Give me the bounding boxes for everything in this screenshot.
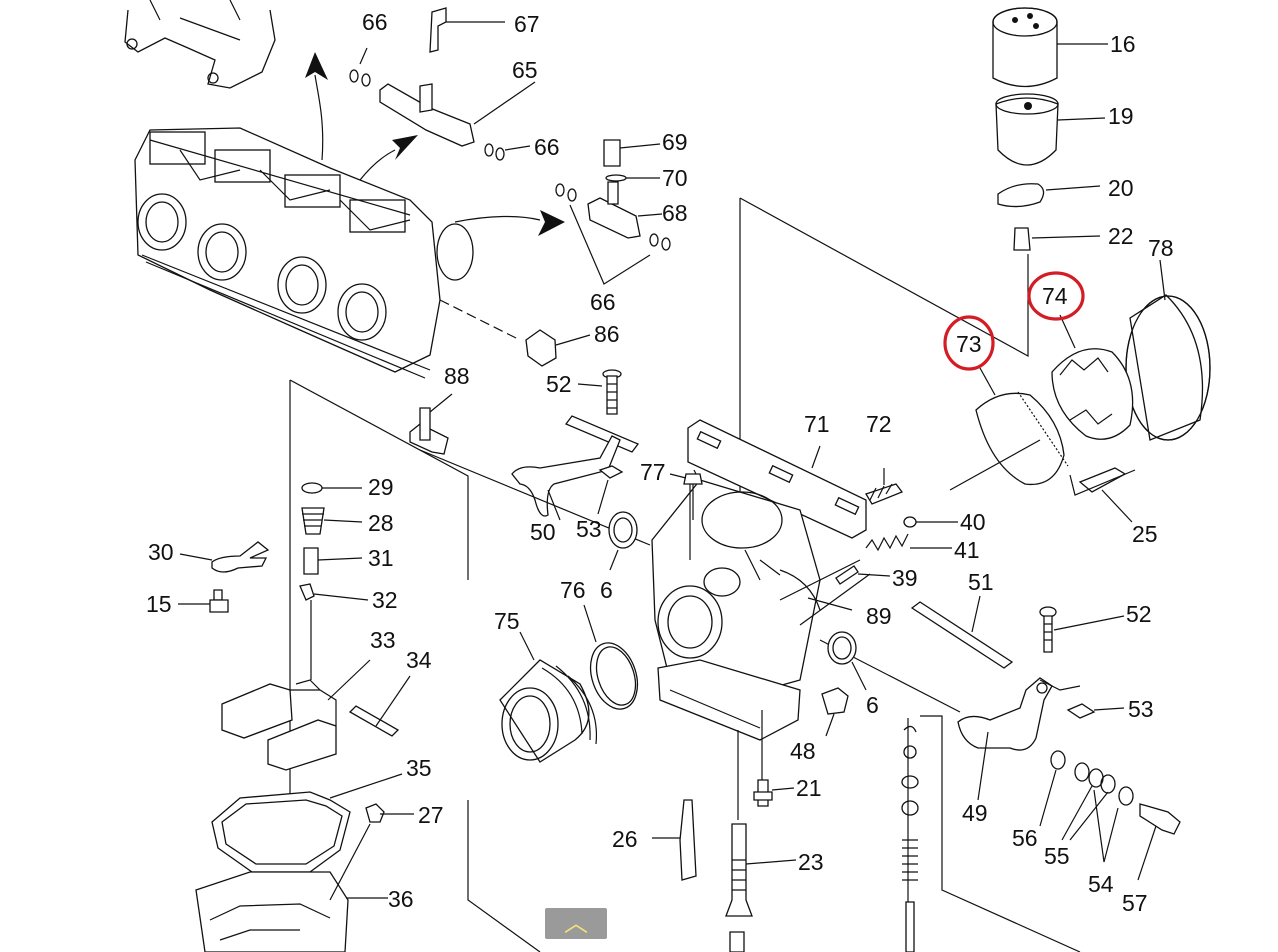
- assembly-pointer-arrows: [305, 52, 565, 236]
- highlight-circles: [943, 271, 1085, 371]
- label-30: 30: [148, 539, 174, 565]
- label-36: 36: [388, 886, 414, 912]
- label-28: 28: [368, 510, 394, 536]
- label-21: 21: [796, 775, 822, 801]
- label-19: 19: [1108, 103, 1134, 129]
- label-20: 20: [1108, 175, 1134, 201]
- float-assembly: [221, 659, 411, 771]
- label-73: 73: [956, 331, 982, 357]
- label-22: 22: [1108, 223, 1134, 249]
- label-52-b: 52: [1126, 601, 1152, 627]
- intake-boot-parts: [499, 604, 639, 763]
- label-89: 89: [866, 603, 892, 629]
- label-57: 57: [1122, 890, 1148, 916]
- highlight-circle-74: [1027, 271, 1085, 321]
- label-6-b: 6: [866, 692, 879, 718]
- label-48: 48: [790, 738, 816, 764]
- label-70: 70: [662, 165, 688, 191]
- label-40: 40: [960, 509, 986, 535]
- label-68: 68: [662, 200, 688, 226]
- label-49: 49: [962, 800, 988, 826]
- label-53-a: 53: [576, 516, 602, 542]
- label-77: 77: [640, 459, 666, 485]
- label-56: 56: [1012, 825, 1038, 851]
- label-35: 35: [406, 755, 432, 781]
- part-86-cap: [439, 299, 591, 367]
- air-funnel-parts: [949, 259, 1211, 523]
- label-66-b: 66: [534, 134, 560, 160]
- carburetor-bank-assembly: [134, 127, 474, 379]
- label-75: 75: [494, 608, 520, 634]
- right-column-parts: [901, 715, 1081, 952]
- label-50: 50: [530, 519, 556, 545]
- label-52-a: 52: [546, 371, 572, 397]
- main-carburetor-body: [651, 198, 871, 741]
- label-67: 67: [514, 11, 540, 37]
- part-88: [409, 393, 453, 455]
- label-31: 31: [368, 545, 394, 571]
- label-71: 71: [804, 411, 830, 437]
- label-66-a: 66: [362, 9, 388, 35]
- label-32: 32: [372, 587, 398, 613]
- label-39: 39: [892, 565, 918, 591]
- highlight-circle-73: [943, 315, 995, 371]
- label-54: 54: [1088, 871, 1114, 897]
- callout-labels: 16 19 20 22 78 74 73 66 67 65 66 69 70 6…: [146, 9, 1174, 916]
- part-6-top: [608, 511, 638, 571]
- label-34: 34: [406, 647, 432, 673]
- label-16: 16: [1110, 31, 1136, 57]
- label-27: 27: [418, 802, 444, 828]
- label-41: 41: [954, 537, 980, 563]
- label-86: 86: [594, 321, 620, 347]
- label-66-c: 66: [590, 289, 616, 315]
- label-33: 33: [370, 627, 396, 653]
- float-valve-parts: [299, 482, 369, 680]
- screw-15: [178, 589, 229, 613]
- scroll-to-top-button[interactable]: ︿: [545, 908, 607, 939]
- label-51: 51: [968, 569, 994, 595]
- label-88: 88: [444, 363, 470, 389]
- label-65: 65: [512, 57, 538, 83]
- label-74: 74: [1042, 283, 1068, 309]
- part-6-bottom: [827, 631, 867, 691]
- shaft-51: [910, 595, 1014, 669]
- label-25: 25: [1132, 521, 1158, 547]
- top-left-bracket: [124, 0, 276, 89]
- pilot-screw-parts: [779, 468, 958, 601]
- part-30-clip: [179, 541, 270, 573]
- label-78: 78: [1148, 235, 1174, 261]
- label-26: 26: [612, 826, 638, 852]
- chevron-up-icon: ︿: [564, 909, 588, 937]
- screw-52-right: [1039, 606, 1125, 653]
- float-bowl-parts: [195, 773, 414, 952]
- top-right-piston-parts: [739, 7, 1108, 358]
- label-72: 72: [866, 411, 892, 437]
- label-76: 76: [560, 577, 586, 603]
- throttle-lever-50: [419, 415, 651, 546]
- right-lever-parts: [819, 639, 1181, 881]
- label-6-a: 6: [600, 577, 613, 603]
- screw-77: [669, 473, 703, 520]
- label-15: 15: [146, 591, 172, 617]
- label-23: 23: [798, 849, 824, 875]
- label-55: 55: [1044, 843, 1070, 869]
- fuel-joint-parts: [349, 7, 671, 285]
- screw-52-top: [577, 369, 622, 415]
- label-53-b: 53: [1128, 696, 1154, 722]
- part-48: [821, 687, 849, 737]
- label-29: 29: [368, 474, 394, 500]
- jet-parts: [652, 710, 797, 952]
- label-69: 69: [662, 129, 688, 155]
